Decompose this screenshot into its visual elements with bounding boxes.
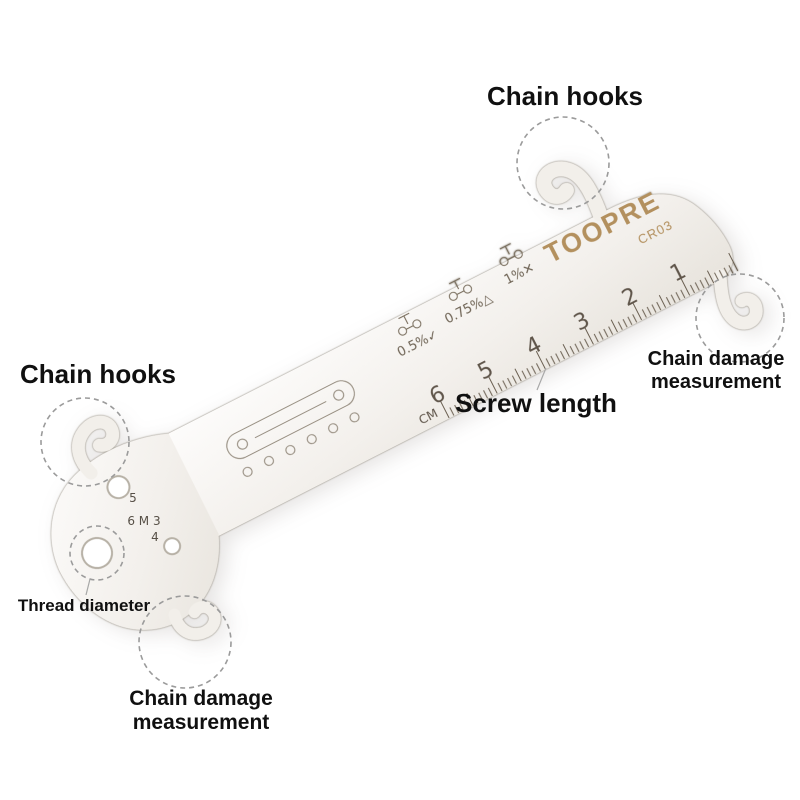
ruler-tick [670,294,676,303]
ruler-tick [675,292,681,301]
ruler-tick [680,277,691,296]
hole-label-6m3: 6 M 3 [127,514,160,528]
chain-link-icon [448,277,473,301]
thread-hole-small [163,537,182,556]
ruler-tick [555,353,561,362]
ruler-tick [545,358,551,367]
ruler-tick [531,365,537,375]
ruler-tick [641,309,647,318]
ruler-tick [704,277,710,286]
ruler-tick [699,279,705,289]
ruler-tick [535,363,541,372]
ruler-tick [463,399,469,409]
ruler-tick [535,350,546,370]
callout-line-thread-diameter [85,578,91,596]
ruler-tick [507,377,513,387]
hole-label-5: 5 [129,491,137,505]
thread-hole-medium [106,475,131,500]
ruler-tick [478,392,484,402]
ruler-tick [598,331,604,340]
chain-etching [226,380,360,477]
ruler-tick [632,314,638,323]
ruler-tick [483,390,489,399]
callout-circle-chain-damage-right [695,273,785,363]
chain-link-icon [398,312,422,336]
callout-line-screw-length [536,367,547,391]
ruler-tick [514,368,522,382]
chain-hook-top [536,161,608,222]
label-chain-hooks-top: Chain hooks [487,81,643,111]
ruler-tick [560,350,566,360]
ruler-tick [439,399,450,419]
ruler-tick [550,355,556,365]
chain-damage-pin-bottom [168,601,221,641]
ruler-tick [579,341,585,350]
ruler-tick [593,333,599,343]
ruler-tick [680,289,686,299]
ruler-tick [656,301,662,311]
ruler-tick [728,252,739,272]
ruler-tick [610,319,618,333]
callout-circle-thread-hole [69,525,125,581]
ruler-tick [459,402,464,411]
chain-checker-tool: 1 2 3 4 5 6 CM TOOPRE CR03 0.5%✓ 0.75%△ [51,161,763,641]
chain-link-icon [499,243,523,267]
ruler-tick [487,375,498,394]
ruler-tick [487,387,493,397]
ruler-tick [694,282,700,291]
ruler-tick [562,343,570,357]
ruler-tick [497,382,503,392]
ruler-tick [617,321,623,330]
label-chain-damage-bottom-line1: Chain damage [129,687,273,710]
ruler-tick [603,328,609,338]
ruler-tick [449,407,455,416]
label-chain-hooks-left: Chain hooks [20,359,176,389]
ruler-tick [526,368,532,377]
ruler-tick [658,294,667,308]
ruler-tick [689,284,695,294]
ruler-tick [466,393,474,406]
callout-circle-chain-damage-bottom [138,595,232,689]
ruler-tick [454,404,460,414]
callout-circle-chain-hook-left [40,397,130,487]
chain-hook-left [71,415,120,480]
ruler-tick [574,343,580,353]
ruler-tick [622,319,628,328]
label-chain-damage-right-line2: measurement [651,371,781,393]
ruler-tick [632,301,643,321]
callout-circle-chain-hook-top [516,116,610,210]
ruler-tick [665,296,671,306]
ruler-tick [651,304,657,313]
ruler-tick [583,326,594,345]
label-chain-damage-bottom-line2: measurement [133,711,270,734]
tool-paddle-head [51,433,220,630]
tool-plate-body [159,194,733,540]
chain-damage-hook-right [713,269,763,330]
thread-hole-large [81,537,114,570]
ruler-tick [584,338,590,348]
label-thread-diameter: Thread diameter [18,596,151,615]
label-chain-damage-right-line1: Chain damage [648,348,785,370]
ruler-tick [521,370,527,379]
ruler-tick [608,326,614,335]
ruler-tick [728,265,734,274]
ruler-tick [511,375,517,384]
ruler-tick [502,380,508,389]
label-screw-length: Screw length [455,388,617,418]
ruler-tick [473,395,479,404]
ruler-tick [627,316,633,326]
ruler-tick [569,345,575,355]
ruler-tick [723,267,729,277]
ruler-tick [706,270,715,284]
ruler-tick [646,306,652,316]
cm-ruler [439,252,739,419]
hole-label-4: 4 [151,530,159,544]
